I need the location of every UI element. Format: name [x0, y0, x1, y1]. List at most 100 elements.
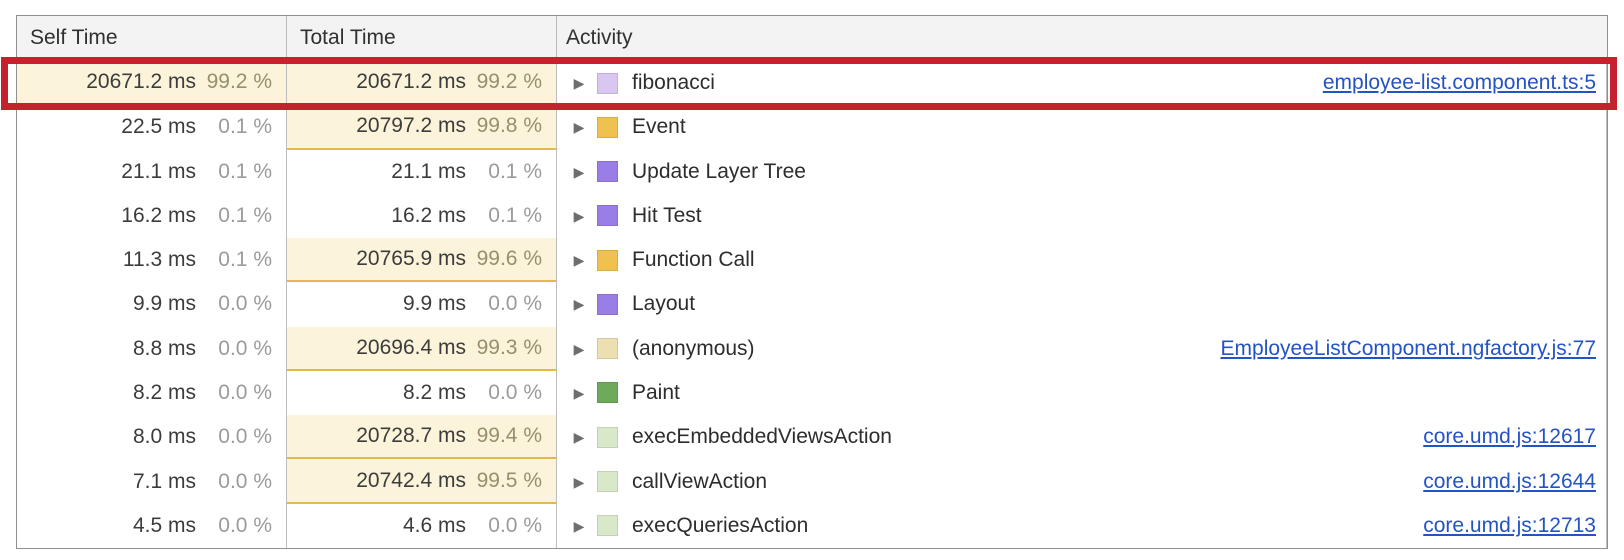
table-row[interactable]: 4.5 ms 0.0 % 4.6 ms 0.0 % ▶ execQueriesA… — [17, 503, 1607, 548]
self-time-value: 22.5 ms — [121, 115, 196, 139]
activity-category-swatch-icon — [597, 293, 618, 315]
expand-arrow-icon[interactable]: ▶ — [573, 163, 585, 180]
total-time-cell: 20742.4 ms 99.5 % — [287, 459, 557, 504]
expand-arrow-icon[interactable]: ▶ — [573, 473, 585, 490]
activity-cell: ▶ callViewAction core.umd.js:12644 — [557, 459, 1607, 504]
self-time-value: 20671.2 ms — [86, 70, 196, 94]
activity-label: Event — [632, 115, 686, 139]
table-row[interactable]: 8.8 ms 0.0 % 20696.4 ms 99.3 % ▶ (anonym… — [17, 326, 1607, 371]
source-location-link[interactable]: core.umd.js:12644 — [1423, 469, 1596, 493]
expand-arrow-icon[interactable]: ▶ — [573, 119, 585, 136]
table-row[interactable]: 11.3 ms 0.1 % 20765.9 ms 99.6 % ▶ Functi… — [17, 238, 1607, 283]
total-time-cell: 20671.2 ms 99.2 % — [287, 61, 557, 106]
expand-arrow-icon[interactable]: ▶ — [573, 340, 585, 357]
total-time-value: 16.2 ms — [391, 203, 466, 227]
total-time-percent: 99.8 % — [476, 114, 542, 138]
table-row[interactable]: 16.2 ms 0.1 % 16.2 ms 0.1 % ▶ Hit Test — [17, 193, 1607, 239]
table-row[interactable]: 20671.2 ms 99.2 % 20671.2 ms 99.2 % ▶ fi… — [17, 61, 1607, 106]
activity-label: execQueriesAction — [632, 513, 809, 537]
expand-arrow-icon[interactable]: ▶ — [573, 429, 585, 446]
activity-cell: ▶ execQueriesAction core.umd.js:12713 — [557, 503, 1607, 548]
total-time-value: 21.1 ms — [391, 159, 466, 183]
self-time-percent: 0.0 % — [218, 469, 272, 493]
activity-cell: ▶ Event — [557, 105, 1607, 150]
self-time-value: 11.3 ms — [122, 248, 196, 272]
activity-cell: ▶ Paint — [557, 370, 1607, 416]
self-time-value: 9.9 ms — [132, 292, 196, 316]
activity-category-swatch-icon — [597, 249, 618, 271]
expand-arrow-icon[interactable]: ▶ — [573, 252, 585, 269]
total-time-percent: 0.0 % — [488, 380, 542, 404]
total-time-value: 20696.4 ms — [356, 335, 466, 359]
total-time-cell: 20797.2 ms 99.8 % — [287, 105, 557, 150]
self-time-value: 8.8 ms — [132, 336, 196, 360]
total-time-value: 4.6 ms — [402, 513, 466, 537]
expand-arrow-icon[interactable]: ▶ — [573, 75, 585, 92]
table-row[interactable]: 8.0 ms 0.0 % 20728.7 ms 99.4 % ▶ execEmb… — [17, 415, 1607, 460]
self-time-value: 21.1 ms — [121, 159, 196, 183]
source-location-link[interactable]: core.umd.js:12713 — [1423, 513, 1596, 537]
total-time-value: 20797.2 ms — [356, 114, 466, 138]
self-time-percent: 99.2 % — [206, 70, 272, 94]
source-location-link[interactable]: EmployeeListComponent.ngfactory.js:77 — [1220, 336, 1596, 360]
self-time-percent: 0.0 % — [218, 336, 272, 360]
activity-label: Update Layer Tree — [632, 159, 806, 183]
self-time-value: 8.0 ms — [132, 425, 196, 449]
total-time-cell: 20728.7 ms 99.4 % — [287, 415, 557, 460]
activity-cell: ▶ Function Call — [557, 238, 1607, 283]
self-time-value: 7.1 ms — [132, 469, 196, 493]
activity-label: callViewAction — [632, 469, 768, 493]
table-row[interactable]: 22.5 ms 0.1 % 20797.2 ms 99.8 % ▶ Event — [17, 105, 1607, 150]
total-time-value: 8.2 ms — [402, 380, 466, 404]
total-time-cell: 20696.4 ms 99.3 % — [287, 326, 557, 371]
source-location-link[interactable]: core.umd.js:12617 — [1423, 425, 1596, 449]
expand-arrow-icon[interactable]: ▶ — [573, 296, 585, 313]
total-time-percent: 99.4 % — [476, 424, 542, 448]
column-header-self-time[interactable]: Self Time — [17, 16, 287, 60]
self-time-percent: 0.0 % — [218, 380, 272, 404]
total-time-value: 20765.9 ms — [356, 247, 466, 271]
source-location-link[interactable]: employee-list.component.ts:5 — [1322, 71, 1596, 95]
activity-label: Paint — [632, 380, 680, 404]
table-row[interactable]: 9.9 ms 0.0 % 9.9 ms 0.0 % ▶ Layout — [17, 282, 1607, 327]
activity-category-swatch-icon — [597, 382, 618, 404]
total-time-percent: 0.0 % — [488, 513, 542, 537]
expand-arrow-icon[interactable]: ▶ — [573, 517, 585, 534]
self-time-cell: 8.8 ms 0.0 % — [17, 326, 287, 371]
expand-arrow-icon[interactable]: ▶ — [573, 207, 585, 224]
self-time-cell: 22.5 ms 0.1 % — [17, 105, 287, 150]
table-row[interactable]: 21.1 ms 0.1 % 21.1 ms 0.1 % ▶ Update Lay… — [17, 149, 1607, 194]
activity-category-swatch-icon — [597, 338, 618, 360]
self-time-cell: 16.2 ms 0.1 % — [17, 193, 287, 239]
column-header-total-time[interactable]: Total Time — [287, 16, 557, 60]
total-time-percent: 99.5 % — [476, 468, 542, 492]
total-time-percent: 99.2 % — [476, 70, 542, 94]
self-time-cell: 9.9 ms 0.0 % — [17, 282, 287, 327]
activity-cell: ▶ execEmbeddedViewsAction core.umd.js:12… — [557, 415, 1607, 460]
column-header-activity[interactable]: Activity — [566, 26, 633, 49]
total-time-percent: 0.1 % — [488, 203, 542, 227]
self-time-cell: 11.3 ms 0.1 % — [17, 238, 287, 283]
total-time-value: 20671.2 ms — [356, 70, 466, 94]
self-time-value: 4.5 ms — [132, 513, 196, 537]
self-time-percent: 0.1 % — [218, 203, 272, 227]
self-time-cell: 7.1 ms 0.0 % — [17, 459, 287, 504]
table-row[interactable]: 8.2 ms 0.0 % 8.2 ms 0.0 % ▶ Paint — [17, 370, 1607, 416]
expand-arrow-icon[interactable]: ▶ — [573, 384, 585, 401]
self-time-value: 8.2 ms — [132, 380, 196, 404]
total-time-value: 20728.7 ms — [356, 424, 466, 448]
table-body: 20671.2 ms 99.2 % 20671.2 ms 99.2 % ▶ fi… — [17, 61, 1607, 548]
activity-label: Hit Test — [632, 203, 702, 227]
activity-label: execEmbeddedViewsAction — [632, 425, 892, 449]
activity-label: (anonymous) — [632, 336, 755, 360]
total-time-value: 9.9 ms — [402, 292, 466, 316]
activity-label: Function Call — [632, 248, 755, 272]
activity-label: Layout — [632, 292, 696, 316]
activity-category-swatch-icon — [597, 426, 618, 448]
self-time-percent: 0.1 % — [218, 115, 272, 139]
activity-category-swatch-icon — [597, 72, 618, 94]
table-row[interactable]: 7.1 ms 0.0 % 20742.4 ms 99.5 % ▶ callVie… — [17, 459, 1607, 504]
activity-category-swatch-icon — [597, 205, 618, 227]
activity-category-swatch-icon — [597, 471, 618, 493]
self-time-percent: 0.0 % — [218, 513, 272, 537]
